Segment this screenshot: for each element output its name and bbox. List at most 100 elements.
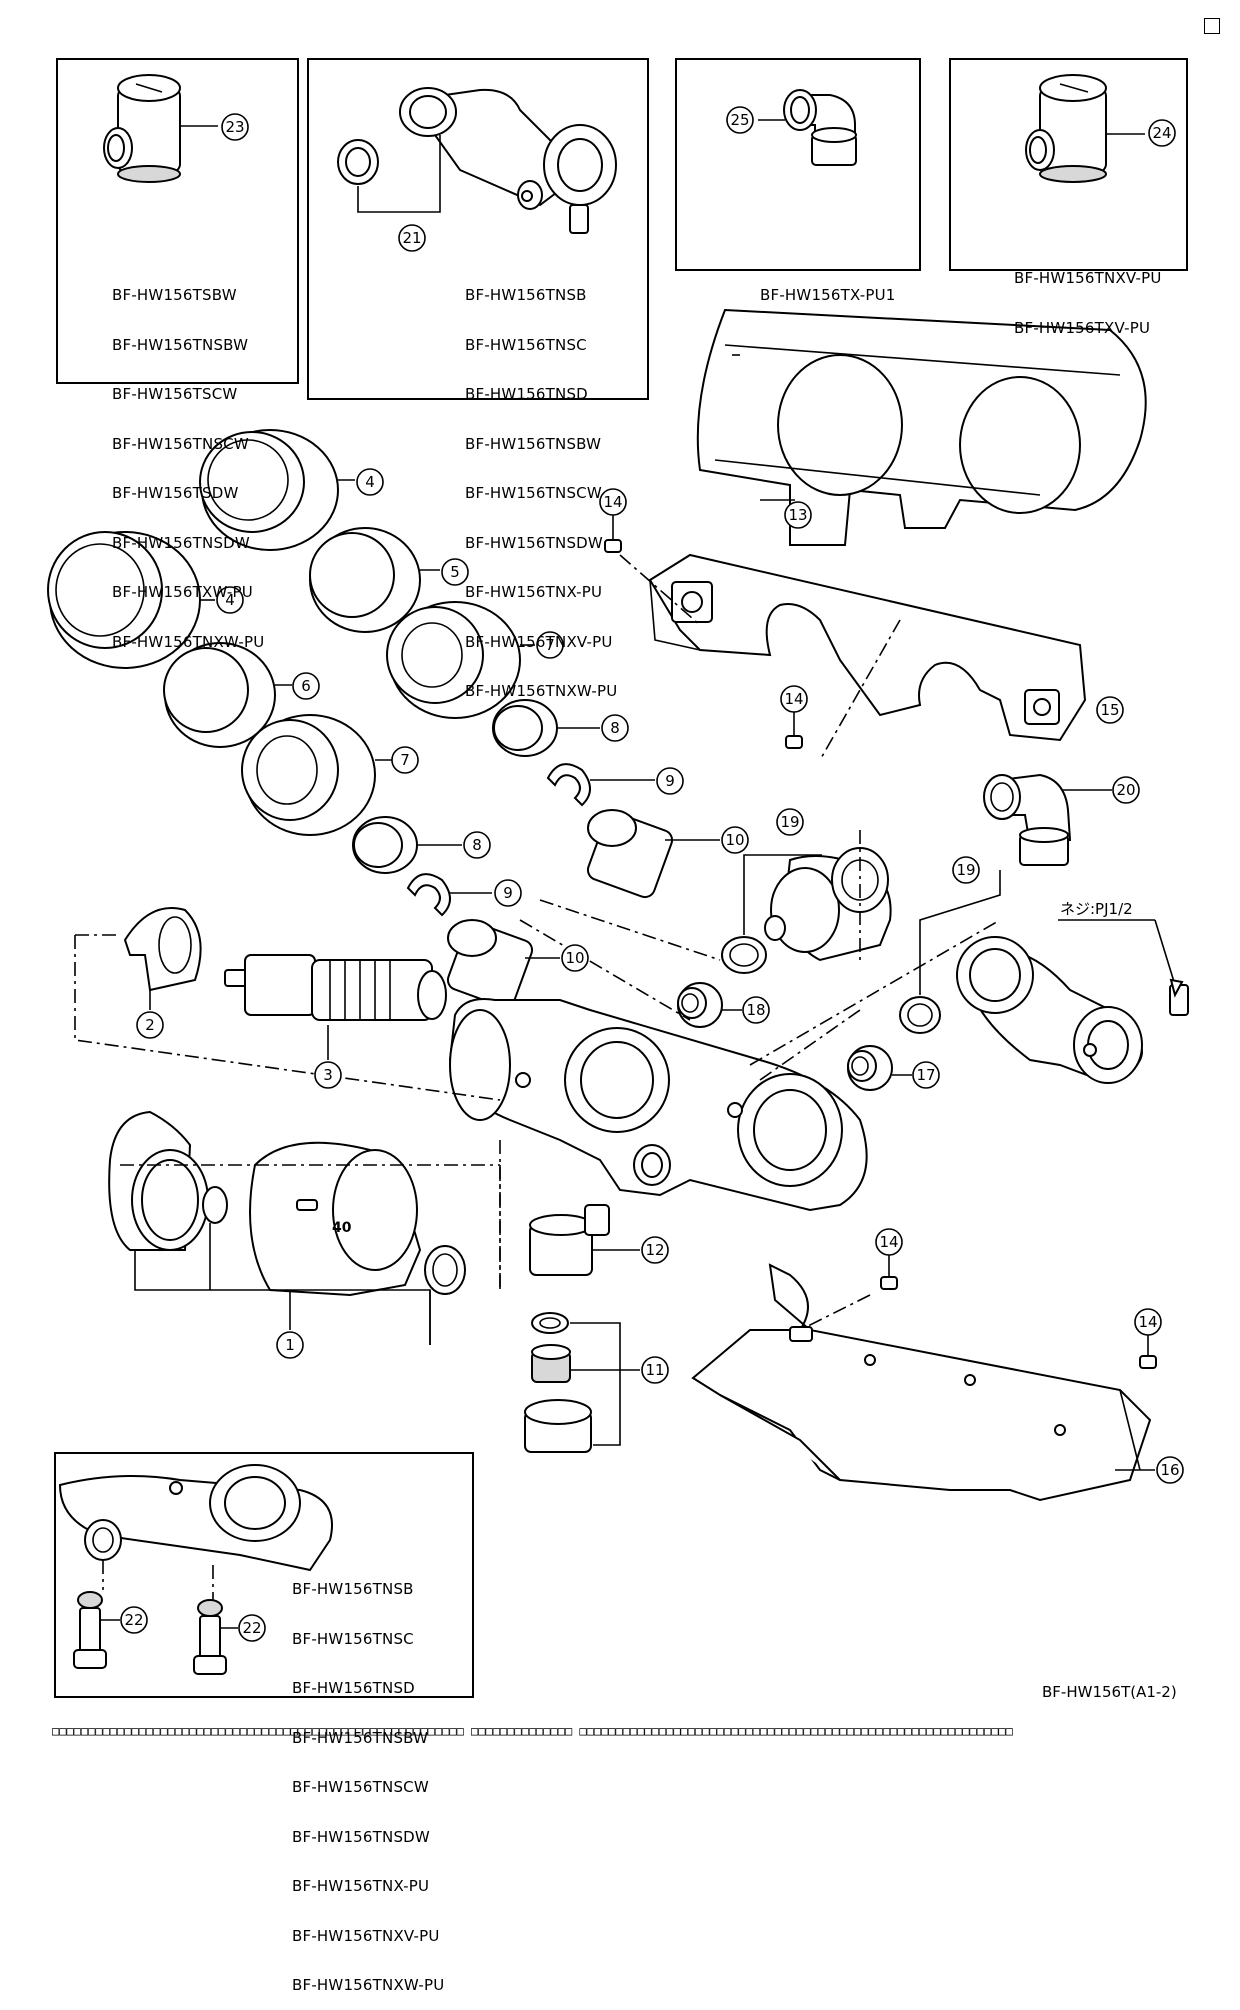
callout-22a: 22: [120, 1606, 148, 1634]
part-2-sleeve: [123, 907, 202, 1010]
svg-text:7: 7: [545, 636, 555, 654]
svg-text:24: 24: [1152, 124, 1171, 142]
part-14-screw-d: [1139, 1335, 1157, 1369]
model-item: BF-HW156TNSCW: [465, 484, 602, 502]
callout-15: 15: [1096, 696, 1124, 724]
svg-text:10: 10: [565, 949, 584, 967]
model-item: BF-HW156TNSB: [292, 1580, 414, 1598]
part-12-check-valve: [529, 1204, 640, 1276]
model-item: BF-HW156TXW-PU: [112, 583, 253, 601]
callout-11: 11: [641, 1356, 669, 1384]
part-19-elbow-lower: [899, 870, 1189, 1084]
part-5-dial-cap: [309, 527, 440, 633]
callout-23: 23: [221, 113, 249, 141]
model-item: BF-HW156TSDW: [112, 484, 239, 502]
callout-20: 20: [1112, 776, 1140, 804]
exploded-parts-diagram: .p { fill: #fff; stroke: #000; stroke-wi…: [47, 74, 1189, 1675]
svg-text:19: 19: [780, 813, 799, 831]
svg-text:14: 14: [603, 493, 622, 511]
svg-text:8: 8: [472, 836, 482, 854]
callout-17: 17: [912, 1061, 940, 1089]
callout-7b: 7: [391, 746, 419, 774]
callout-16: 16: [1156, 1456, 1184, 1484]
part-15-bracket: [648, 553, 1087, 761]
part-14-screw-b: [785, 712, 803, 749]
svg-text:3: 3: [323, 1066, 333, 1084]
model-item: BF-HW156TNSCW: [292, 1778, 429, 1796]
callout-14a: 14: [599, 488, 627, 516]
model-item: BF-HW156TNSC: [292, 1629, 414, 1648]
svg-text:4: 4: [365, 473, 375, 491]
part-14-screw-a: [604, 515, 701, 626]
model-item: BF-HW156TNSBW: [292, 1728, 429, 1747]
callout-14c: 14: [875, 1228, 903, 1256]
svg-text:8: 8: [610, 719, 620, 737]
svg-text:22: 22: [242, 1619, 261, 1637]
callout-24: 24: [1148, 119, 1176, 147]
part-23-valve-cap: [103, 74, 218, 183]
svg-text:11: 11: [645, 1361, 664, 1379]
thread-note: ネジ:PJ1/2: [1060, 900, 1133, 918]
model-item: BF-HW156TNXW-PU: [112, 632, 265, 651]
model-list-22: BF-HW156TNSB BF-HW156TNSC BF-HW156TNSD B…: [292, 1548, 444, 2010]
model-item: BF-HW156TSBW: [112, 286, 237, 304]
corner-checkbox-mark: [1204, 18, 1220, 34]
callout-14b: 14: [780, 685, 808, 713]
part-10-cartridge-lower: [446, 919, 560, 1009]
svg-text:1: 1: [285, 1336, 295, 1354]
svg-text:12: 12: [645, 1241, 664, 1259]
svg-text:20: 20: [1116, 781, 1135, 799]
svg-text:17: 17: [916, 1066, 935, 1084]
inset-box-25: [675, 58, 921, 271]
part-17-strainer: [847, 1045, 912, 1091]
model-item: BF-HW156TNSCW: [112, 434, 249, 453]
callout-1: 1: [276, 1331, 304, 1359]
part-22-drain-plug-left: [73, 1591, 120, 1669]
svg-text:21: 21: [402, 229, 421, 247]
svg-text:2: 2: [145, 1016, 155, 1034]
callout-3: 3: [314, 1061, 342, 1089]
model-item: BF-HW156TNSDW: [292, 1827, 430, 1846]
svg-text:18: 18: [746, 1001, 765, 1019]
model-list-21: BF-HW156TNSB BF-HW156TNSC BF-HW156TNSD B…: [465, 254, 617, 716]
svg-text:10: 10: [725, 831, 744, 849]
callout-9a: 9: [656, 767, 684, 795]
callout-13: 13: [784, 501, 812, 529]
callout-19a: 19: [776, 808, 804, 836]
model-item: BF-HW156TNSC: [465, 335, 587, 354]
svg-text:14: 14: [879, 1233, 898, 1251]
callout-9b: 9: [494, 879, 522, 907]
callout-18: 18: [742, 996, 770, 1024]
part-8-ring-lower: [352, 816, 462, 874]
callout-19b: 19: [952, 856, 980, 884]
callout-6: 6: [292, 672, 320, 700]
callout-4a: 4: [356, 468, 384, 496]
svg-text:16: 16: [1160, 1461, 1179, 1479]
svg-text:9: 9: [503, 884, 513, 902]
callout-25: 25: [726, 106, 754, 134]
part-13-body-cover: [696, 308, 1147, 546]
part-18-strainer: [677, 982, 742, 1028]
model-list-24: BF-HW156TNXV-PU BF-HW156TXV-PU: [1014, 237, 1162, 353]
model-item: BF-HW156TNSDW: [112, 533, 250, 552]
callout-14d: 14: [1134, 1308, 1162, 1336]
part-19-elbow-upper: [721, 847, 892, 974]
svg-text:7: 7: [400, 751, 410, 769]
svg-text:5: 5: [450, 563, 460, 581]
inset-box-22: [54, 1452, 474, 1698]
svg-text:23: 23: [225, 118, 244, 136]
model-item: BF-HW156TSCW: [112, 385, 238, 403]
callout-22b: 22: [238, 1614, 266, 1642]
model-item: BF-HW156TNSD: [465, 385, 588, 403]
model-item: BF-HW156TNSDW: [465, 533, 603, 552]
part-3-thermostatic-cartridge: [224, 954, 447, 1060]
callout-4b: 4: [216, 586, 244, 614]
callout-12: 12: [641, 1236, 669, 1264]
part-9-clip-lower: [406, 873, 492, 917]
model-list-25: BF-HW156TX-PU1: [760, 254, 896, 320]
part-4-handle-ring-upper: [199, 429, 355, 551]
part-11-strainer-set: [524, 1312, 640, 1453]
part-1-temperature-handle: [108, 1110, 466, 1345]
callout-2: 2: [136, 1011, 164, 1039]
part-8-ring-upper: [492, 699, 600, 757]
